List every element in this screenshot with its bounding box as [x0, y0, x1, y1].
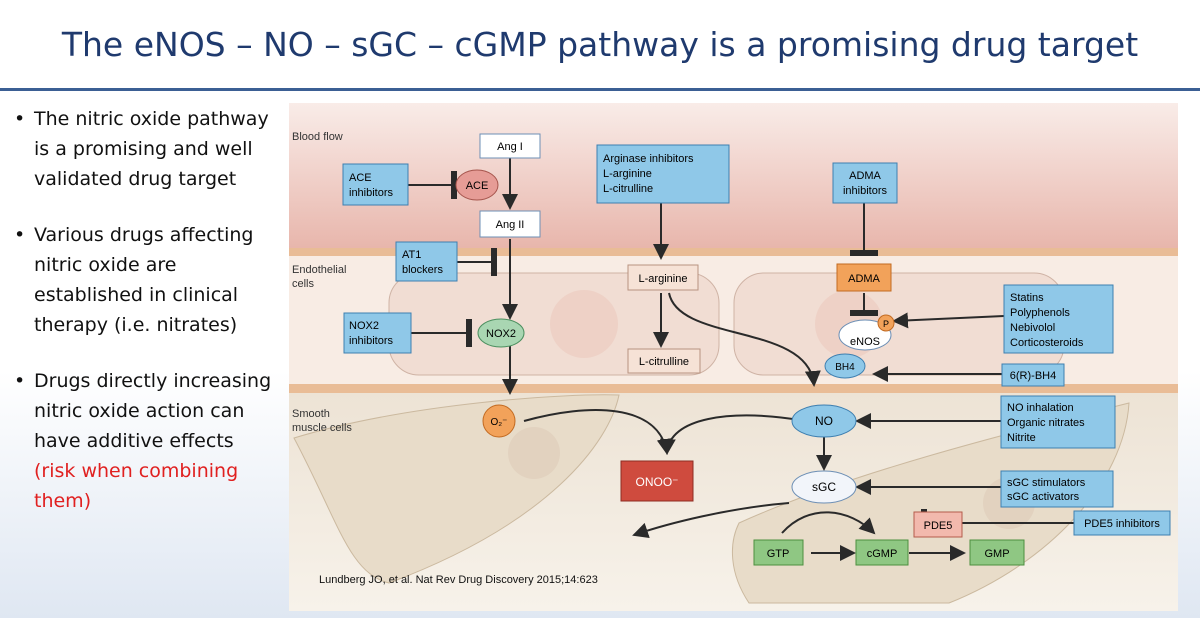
sgc-label: sGC	[812, 480, 836, 494]
ace-label: ACE	[466, 180, 489, 192]
bullet-item: Various drugs affecting nitric oxide are…	[14, 220, 276, 340]
ang-ii-box	[479, 210, 541, 238]
sgc-node	[791, 470, 857, 504]
arginase-drugs-item: Arginase inhibitors	[603, 153, 694, 165]
cell-nucleus	[508, 427, 560, 479]
no-drugs-item: Organic nitrates	[1007, 417, 1085, 429]
region-label-smooth-muscle: muscle cells	[292, 422, 352, 434]
ace-inhibitors-label: ACE	[349, 172, 372, 184]
ang-i-box	[479, 133, 541, 159]
region-label-endothelial: cells	[292, 278, 315, 290]
arginase-drugs-item: L-arginine	[603, 168, 652, 180]
gtp-box	[753, 539, 804, 566]
citation: Lundberg JO, et al. Nat Rev Drug Discove…	[319, 574, 598, 586]
arginase-drugs-item: L-citrulline	[603, 183, 653, 195]
title-divider	[0, 88, 1200, 91]
pde5-inhibitors-label: PDE5 inhibitors	[1084, 518, 1160, 530]
adma-label: ADMA	[848, 273, 880, 285]
cgmp-box	[855, 539, 909, 566]
sgc-drugs-item: sGC activators	[1007, 491, 1080, 503]
bullet-item: The nitric oxide pathway is a promising …	[14, 104, 276, 194]
bullet-list: The nitric oxide pathway is a promising …	[14, 104, 276, 542]
adma-inhibitors-box	[832, 162, 898, 204]
bh4-label: BH4	[835, 362, 855, 373]
statins-drugs-item: Polyphenols	[1010, 307, 1070, 319]
statins-drugs-box	[1003, 284, 1114, 354]
ace-inhibitors-box	[342, 163, 409, 206]
nox2-node	[477, 318, 525, 348]
l-arginine-box	[627, 264, 699, 291]
slide-title: The eNOS – NO – sGC – cGMP pathway is a …	[61, 24, 1139, 64]
at1-blockers-label: blockers	[402, 264, 443, 276]
l-citrulline-label: L-citrulline	[639, 356, 689, 368]
pathway-diagram: Blood flow Endothelial cells Smooth musc…	[289, 103, 1178, 611]
no-drugs-item: Nitrite	[1007, 432, 1036, 444]
r-bh4-label: 6(R)-BH4	[1010, 370, 1056, 382]
cgmp-label: cGMP	[867, 548, 898, 560]
pathway-figure: Blood flow Endothelial cells Smooth musc…	[289, 103, 1178, 611]
sgc-drugs-item: sGC stimulators	[1007, 477, 1086, 489]
pde5-box	[913, 511, 963, 538]
pde5-label: PDE5	[924, 520, 953, 532]
statins-drugs-item: Corticosteroids	[1010, 337, 1084, 349]
o2-minus-node	[482, 404, 516, 438]
cell-nucleus	[550, 290, 618, 358]
no-drugs-box	[1000, 395, 1116, 449]
membrane-band	[289, 384, 1178, 393]
onoo-label: ONOO⁻	[635, 475, 678, 489]
o2-minus-label: O₂⁻	[491, 417, 508, 428]
gmp-box	[969, 539, 1025, 566]
no-drugs-item: NO inhalation	[1007, 402, 1074, 414]
l-arginine-label: L-arginine	[639, 273, 688, 285]
region-label-smooth-muscle: Smooth	[292, 408, 330, 420]
bullet-item: Drugs directly increasing nitric oxide a…	[14, 366, 276, 516]
membrane-band	[289, 248, 1178, 256]
bullet-text: Drugs directly increasing nitric oxide a…	[34, 370, 272, 452]
statins-drugs-item: Statins	[1010, 292, 1044, 304]
nox2-inhibitors-label: inhibitors	[349, 335, 394, 347]
gmp-label: GMP	[984, 548, 1009, 560]
enos-node	[838, 319, 892, 351]
no-label: NO	[815, 414, 833, 428]
blood-flow-layer	[289, 103, 1178, 248]
l-citrulline-box	[627, 348, 701, 374]
bh4-node	[824, 353, 866, 379]
enos-label: eNOS	[850, 336, 880, 348]
sgc-drugs-box	[1000, 470, 1114, 508]
r-bh4-box	[1001, 363, 1065, 387]
nox2-label: NOX2	[486, 328, 516, 340]
nox2-inhibitors-label: NOX2	[349, 320, 379, 332]
nox2-inhibitors-box	[343, 312, 412, 354]
ang-i-label: Ang I	[497, 141, 523, 153]
pde5-inhibitors-box	[1073, 510, 1171, 536]
at1-blockers-label: AT1	[402, 249, 421, 261]
bullet-text: The nitric oxide pathway is a promising …	[34, 108, 269, 190]
arginase-drugs-box	[596, 144, 730, 204]
onoo-box	[620, 460, 694, 502]
bullet-text: Various drugs affecting nitric oxide are…	[34, 224, 254, 336]
no-node	[791, 404, 857, 438]
statins-drugs-item: Nebivolol	[1010, 322, 1055, 334]
ace-enzyme-node	[455, 169, 499, 201]
at1-blockers-box	[395, 241, 458, 282]
adma-inhibitors-label: inhibitors	[843, 185, 888, 197]
region-label-endothelial: Endothelial	[292, 264, 346, 276]
adma-inhibitors-label: ADMA	[849, 170, 881, 182]
ang-ii-label: Ang II	[496, 219, 525, 231]
gtp-label: GTP	[767, 548, 790, 560]
phospho-label: P	[883, 319, 889, 329]
phospho-node	[877, 314, 895, 332]
bullet-highlight: (risk when combining them)	[34, 460, 239, 512]
region-label-blood-flow: Blood flow	[292, 131, 343, 143]
ace-inhibitors-label: inhibitors	[349, 187, 394, 199]
adma-box	[836, 263, 892, 292]
